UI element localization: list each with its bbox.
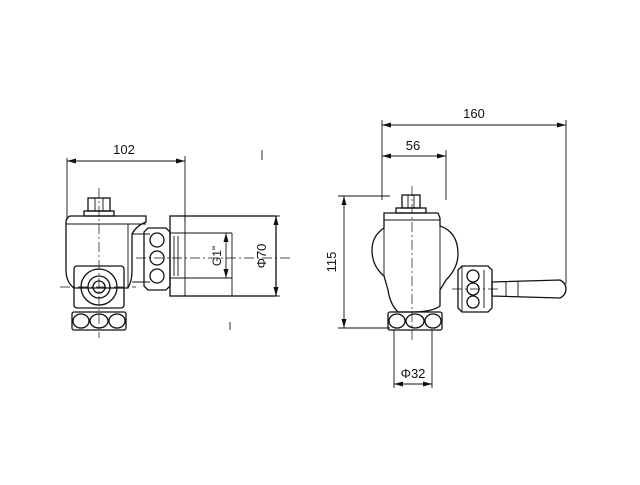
dim-115: 115 <box>324 195 390 329</box>
dim-phi70: Φ70 <box>254 215 280 297</box>
right-view: 160 56 115 <box>324 106 567 388</box>
right-bottom-nut <box>387 311 443 331</box>
right-valve-body <box>371 212 459 313</box>
dim-g1: G1" <box>210 233 229 278</box>
dim-115-label: 115 <box>324 252 339 273</box>
dim-phi70-label: Φ70 <box>254 244 269 269</box>
dim-56: 56 <box>382 138 447 200</box>
dim-102: 102 <box>66 142 186 222</box>
dim-phi32-label: Φ32 <box>401 366 426 381</box>
dim-56-label: 56 <box>406 138 420 153</box>
lever-handle <box>491 279 567 299</box>
dim-g1-label: G1" <box>210 246 224 266</box>
valve-body <box>65 215 150 289</box>
left-view: 102 <box>60 142 292 338</box>
dim-102-label: 102 <box>113 142 135 157</box>
dim-160-label: 160 <box>463 106 485 121</box>
dim-phi32: Φ32 <box>393 330 433 388</box>
dim-160: 160 <box>381 106 567 284</box>
hex-coupling <box>143 227 171 291</box>
right-top-nut <box>395 194 427 214</box>
